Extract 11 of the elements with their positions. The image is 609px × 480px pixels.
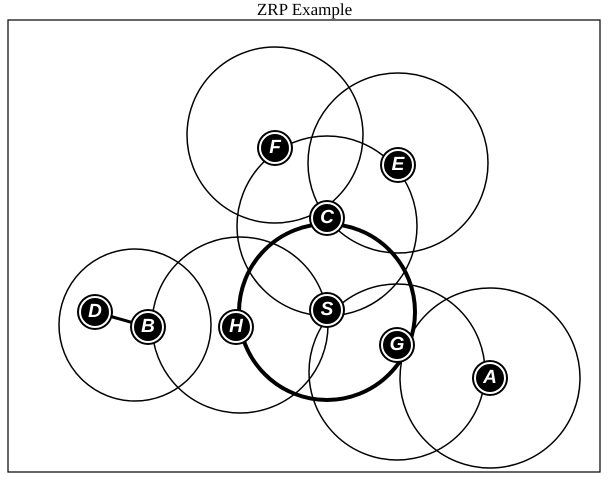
node-circle: H [220,311,252,343]
node-circle: B [132,311,164,343]
node-circle: S [311,294,343,326]
link-line [110,315,132,324]
node-circle: F [259,132,291,164]
node-circle: A [474,362,506,394]
node-circle: E [382,149,414,181]
node-circle: C [311,202,343,234]
node-circle: G [381,329,413,361]
title: ZRP Example [256,0,352,20]
node-circle: D [79,296,111,328]
